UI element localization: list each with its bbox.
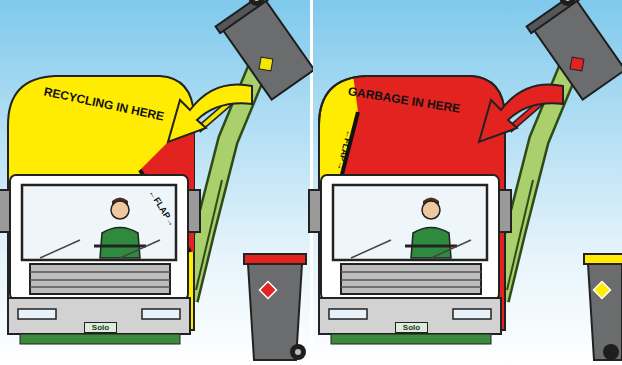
recycling-panel — [0, 0, 318, 365]
garbage-panel — [309, 0, 622, 365]
licence-plate: Solo — [395, 322, 428, 333]
licence-plate: Solo — [84, 322, 117, 333]
plate-text: Solo — [92, 324, 109, 332]
plate-text: Solo — [403, 324, 420, 332]
